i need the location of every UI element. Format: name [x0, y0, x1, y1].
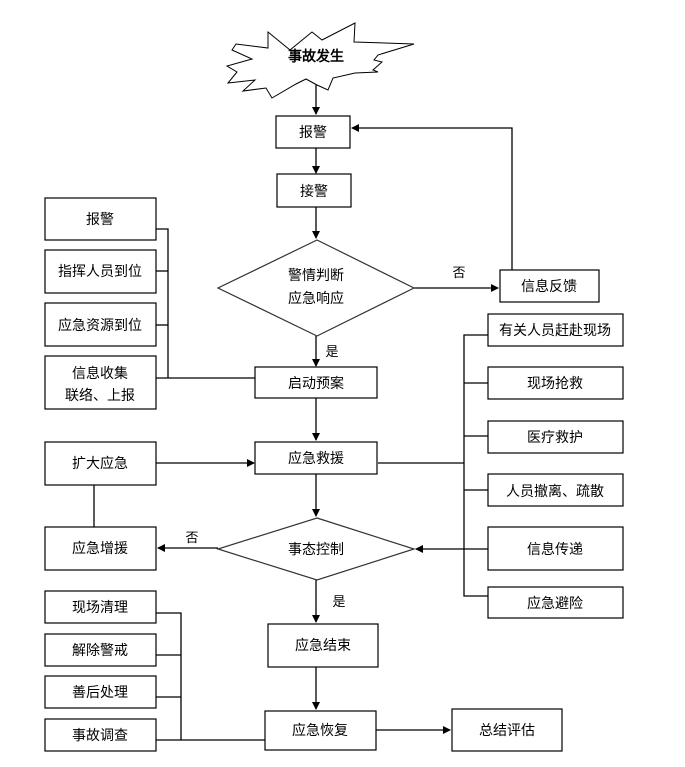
node-rescue: 应急救援 — [254, 441, 378, 475]
left-recovery-item: 解除警戒 — [44, 633, 157, 667]
right-rescue-item: 有关人员赶赴现场 — [487, 313, 624, 347]
node-recover: 应急恢复 — [264, 710, 377, 751]
explosion-shape — [225, 22, 415, 99]
left-plan-item-line2: 联络、上报 — [65, 388, 135, 404]
decision-alarm-judgement: 警情判断 应急响应 — [216, 239, 416, 337]
edge-label-no-2: 否 — [185, 531, 198, 546]
left-recovery-item-label: 善后处理 — [72, 685, 128, 701]
left-recovery-item: 事故调查 — [44, 718, 157, 752]
left-recovery-item: 善后处理 — [44, 675, 157, 709]
right-rescue-item: 现场抢救 — [487, 366, 624, 400]
left-plan-item-line1: 信息收集 — [72, 365, 128, 382]
node-start-plan: 启动预案 — [254, 366, 378, 399]
right-rescue-item-label: 现场抢救 — [527, 375, 583, 392]
node-expand: 扩大应急 — [44, 441, 157, 486]
start-plan-label: 启动预案 — [288, 375, 344, 392]
node-end: 应急结束 — [267, 623, 379, 668]
decision1-line2: 应急响应 — [288, 290, 344, 307]
left-plan-item-label: 报警 — [86, 212, 114, 228]
edge-label-yes-1: 是 — [325, 345, 338, 360]
node-evaluate: 总结评估 — [451, 708, 563, 752]
alarm-label: 报警 — [299, 125, 327, 141]
right-rescue-item: 应急避险 — [487, 586, 624, 619]
node-receive-alarm: 接警 — [276, 173, 352, 208]
start-node: 事故发生 — [225, 22, 415, 99]
rescue-label: 应急救援 — [288, 450, 344, 467]
node-reinforce: 应急增援 — [44, 526, 157, 571]
decision1-line1: 警情判断 — [288, 268, 344, 284]
left-plan-item: 指挥人员到位 — [44, 249, 157, 294]
left-plan-item-label: 应急资源到位 — [58, 317, 142, 334]
connectors — [93, 85, 513, 741]
node-alarm: 报警 — [275, 115, 351, 149]
start-label: 事故发生 — [288, 48, 344, 65]
right-rescue-item-label: 应急避险 — [527, 595, 583, 612]
right-rescue-item: 医疗救护 — [487, 420, 624, 454]
bracket-right-rescue — [463, 334, 488, 597]
right-rescue-item: 信息传递 — [487, 526, 624, 571]
decision2-label: 事态控制 — [288, 542, 344, 558]
right-rescue-item-label: 信息传递 — [527, 541, 583, 558]
left-recovery-item-label: 解除警戒 — [72, 643, 128, 659]
left-recovery-item-label: 事故调查 — [72, 728, 128, 744]
left-plan-item: 信息收集 联络、上报 — [44, 355, 157, 410]
left-plan-item-label: 指挥人员到位 — [58, 264, 142, 280]
bracket-left-plan — [156, 228, 169, 378]
arrow-feedback-to-alarm — [351, 124, 513, 270]
receive-alarm-label: 接警 — [300, 183, 328, 200]
right-rescue-item-label: 人员撤离、疏散 — [506, 483, 604, 500]
feedback-label: 信息反馈 — [521, 278, 577, 295]
right-rescue-item-label: 医疗救护 — [527, 430, 583, 446]
edge-label-no-1: 否 — [452, 266, 465, 281]
recover-label: 应急恢复 — [292, 722, 348, 739]
right-rescue-item-label: 有关人员赶赴现场 — [499, 323, 611, 339]
left-plan-item: 应急资源到位 — [44, 302, 157, 347]
left-recovery-item-label: 现场清理 — [72, 600, 128, 616]
decision-situation-control: 事态控制 — [215, 517, 416, 581]
edge-label-yes-2: 是 — [332, 595, 345, 610]
node-feedback: 信息反馈 — [499, 269, 600, 303]
evaluate-label: 总结评估 — [479, 723, 535, 739]
left-recovery-item: 现场清理 — [44, 590, 157, 624]
reinforce-label: 应急增援 — [72, 540, 128, 557]
expand-label: 扩大应急 — [72, 455, 128, 472]
bracket-left-recovery — [156, 612, 182, 740]
end-label: 应急结束 — [295, 637, 351, 654]
left-plan-item: 报警 — [44, 197, 157, 241]
right-rescue-item: 人员撤离、疏散 — [487, 473, 624, 507]
